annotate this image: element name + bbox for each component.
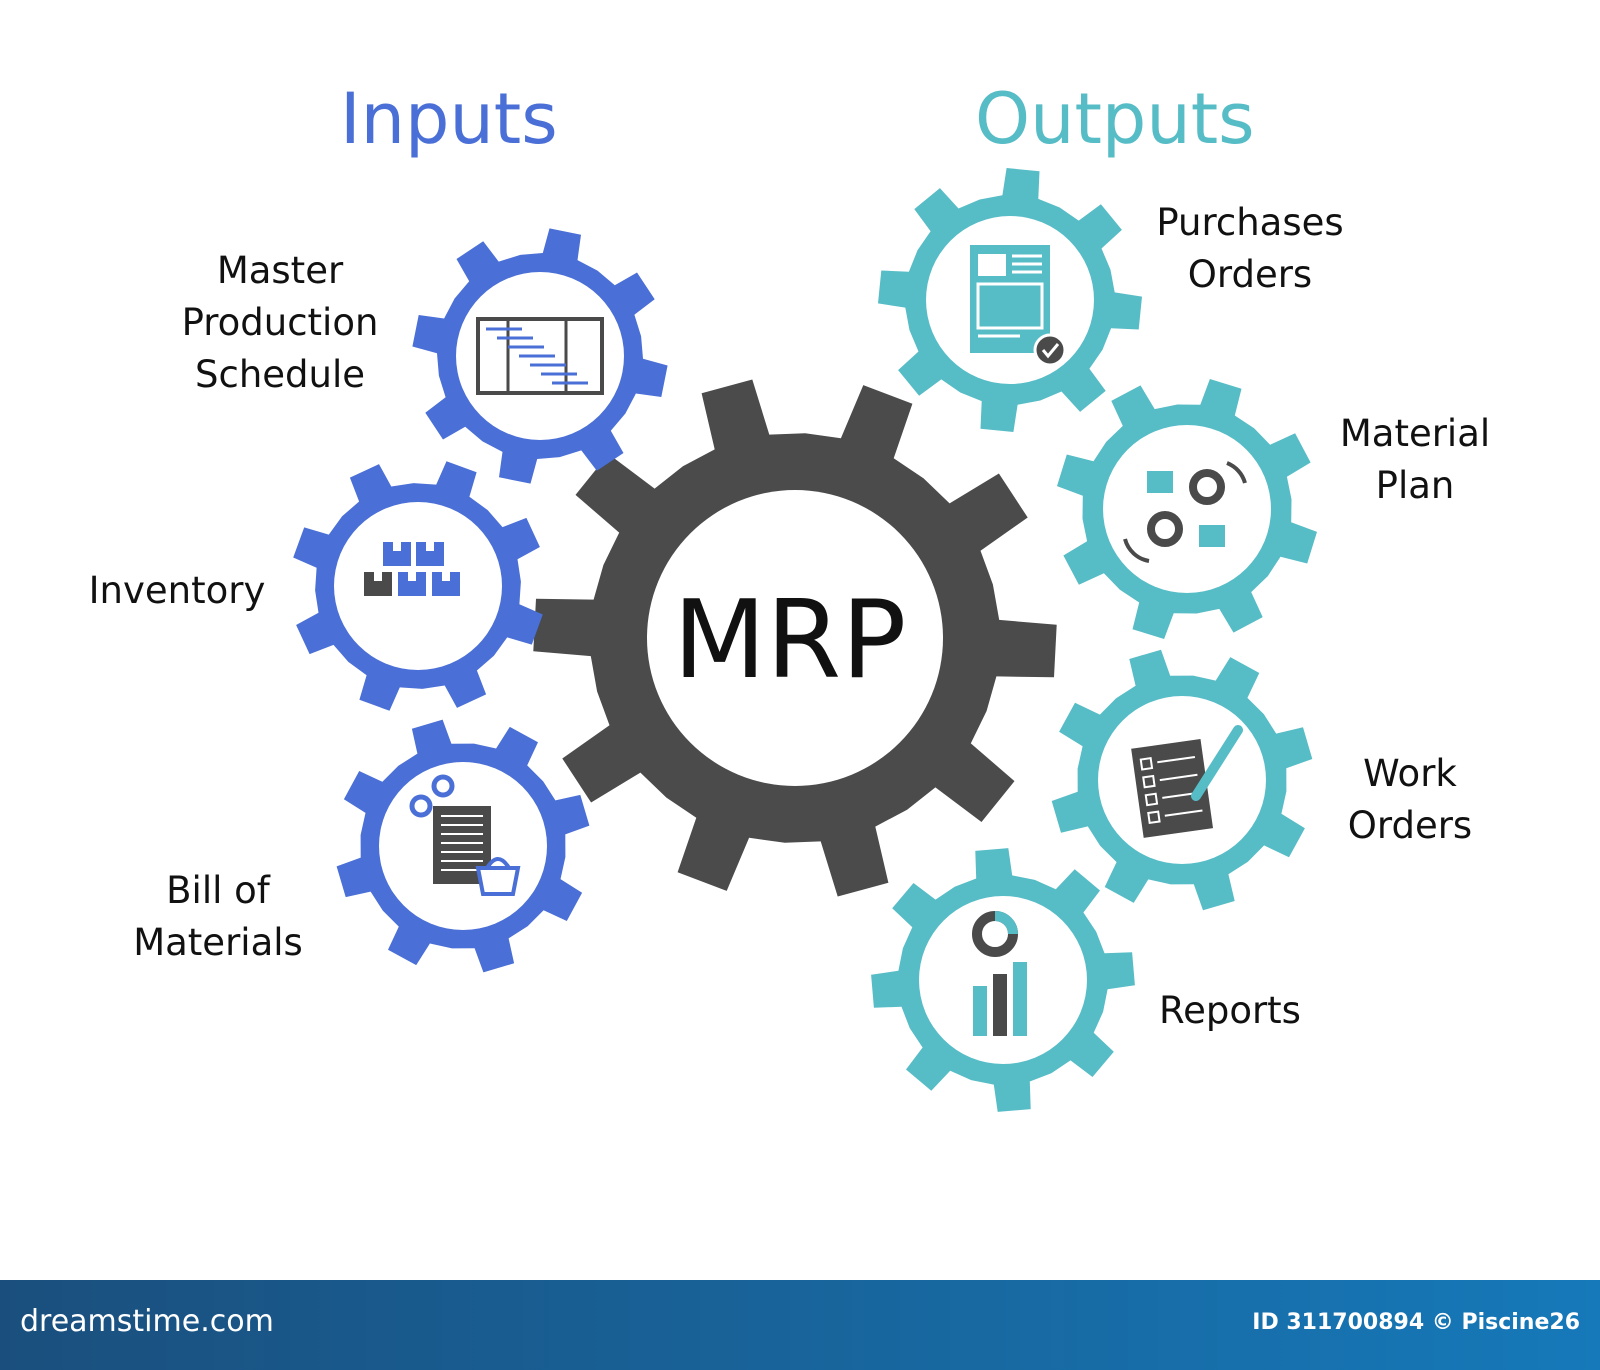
label-line: Reports: [1159, 989, 1301, 1032]
gear-hole: [647, 490, 943, 786]
po-table: [976, 282, 1044, 330]
bom-basket: [475, 866, 521, 896]
document-basket-icon: [409, 774, 521, 896]
label-line: Purchases: [1156, 201, 1344, 244]
check-icon: [1041, 343, 1060, 359]
box-tape: [393, 542, 401, 551]
wo-checkbox: [1147, 810, 1161, 825]
plan-gear: [1189, 469, 1225, 505]
wo-line: [1164, 809, 1203, 817]
wo-checkbox: [1142, 774, 1156, 789]
bom-small-gear: [409, 794, 433, 818]
gear-hole: [1103, 425, 1271, 593]
box-tape: [426, 542, 434, 551]
wo-line: [1157, 755, 1196, 764]
box-tape: [374, 572, 382, 581]
plan-box: [1199, 525, 1225, 547]
label-line: Production: [181, 301, 379, 344]
label-line: Inventory: [88, 569, 266, 612]
purchase-order-icon: [970, 245, 1067, 367]
schedule-grid-icon: [476, 317, 604, 395]
bom-basket-handle: [485, 857, 511, 870]
footer-logo: dreamstime.com: [20, 1304, 274, 1339]
mrp-center-gear: [533, 379, 1057, 897]
report-donut-slice: [994, 911, 1018, 935]
inventory-boxes-icon: [364, 542, 460, 596]
bom-small-gear: [431, 774, 455, 798]
material-plan-icon: [1123, 461, 1247, 563]
label-line: Materials: [133, 921, 303, 964]
output-gear: [1057, 379, 1317, 639]
label-line: Material: [1339, 412, 1491, 455]
plan-arrow: [1226, 461, 1247, 484]
plan-arrow: [1123, 538, 1150, 563]
mrp-center-label: MRP: [673, 578, 907, 703]
wo-checkbox: [1139, 757, 1154, 771]
footer-credit: ID 311700894 © Piscine26: [1252, 1310, 1580, 1335]
po-block: [978, 254, 1006, 276]
footer-bar: dreamstime.com ID 311700894 © Piscine26: [0, 1280, 1600, 1370]
report-chart-icon: [972, 911, 1027, 1036]
output-label-reports: Reports: [1130, 985, 1330, 1037]
label-line: Orders: [1347, 804, 1473, 847]
label-line: Schedule: [194, 353, 366, 396]
label-line: Master: [216, 249, 344, 292]
label-line: Work: [1363, 752, 1457, 795]
report-bar: [993, 974, 1007, 1036]
wo-line: [1159, 773, 1198, 782]
outputs-heading: Outputs: [975, 78, 1255, 160]
pen-icon: [1191, 725, 1243, 801]
output-label-work-orders: Work Orders: [1310, 748, 1510, 852]
po-check-badge: [1033, 333, 1067, 367]
plan-box: [1147, 471, 1173, 493]
work-order-icon: [1131, 725, 1243, 838]
output-label-material-plan: Material Plan: [1300, 408, 1530, 512]
input-label-bill-of-materials: Bill of Materials: [108, 865, 328, 969]
box-tape: [442, 572, 450, 581]
report-bar: [973, 986, 987, 1036]
input-label-inventory: Inventory: [62, 565, 292, 617]
report-bar: [1013, 962, 1027, 1036]
box-tape: [408, 572, 416, 581]
wo-checkbox: [1144, 792, 1159, 807]
input-label-master-production-schedule: Master Production Schedule: [150, 245, 410, 401]
label-line: Bill of: [166, 869, 270, 912]
label-line: Orders: [1187, 253, 1313, 296]
output-label-purchases-orders: Purchases Orders: [1130, 197, 1370, 301]
plan-gear: [1147, 511, 1183, 547]
inputs-heading: Inputs: [340, 78, 558, 160]
label-line: Plan: [1375, 464, 1455, 507]
